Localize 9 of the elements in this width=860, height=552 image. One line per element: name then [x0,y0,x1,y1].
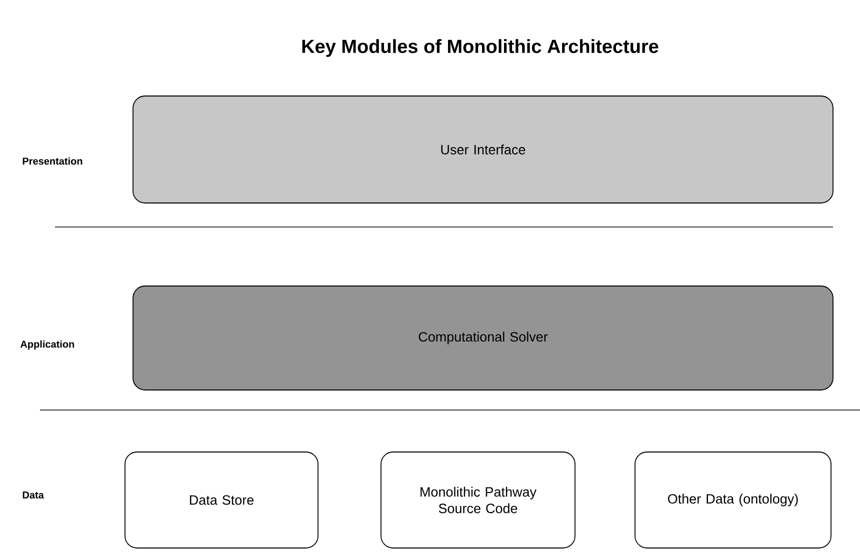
module-box: Computational Solver [132,286,834,390]
title: Key Modules of Monolithic Architecture [302,39,658,57]
module-box: User Interface [132,96,834,204]
module-box: Monolithic Pathway Source Code [380,452,576,548]
layer-label: Application [20,340,74,350]
layer-label: Presentation [22,157,82,165]
layer-label: Data [22,492,44,498]
module-box: Other Data (ontology) [634,452,832,548]
module-box: Data Store [124,452,318,548]
